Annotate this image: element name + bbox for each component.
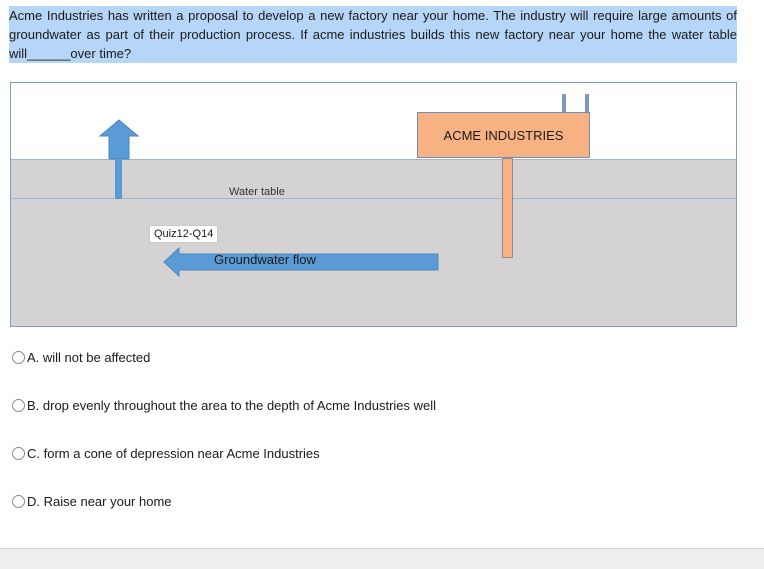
radio-button[interactable] xyxy=(12,399,25,412)
quiz-tag: Quiz12-Q14 xyxy=(149,225,219,243)
option-label: D. Raise near your home xyxy=(27,494,172,509)
radio-button[interactable] xyxy=(12,447,25,460)
factory-chimney-left xyxy=(562,94,566,112)
house-icon xyxy=(98,119,140,160)
radio-button[interactable] xyxy=(12,351,25,364)
groundwater-diagram: ACME INDUSTRIES Water table Quiz12-Q14 G… xyxy=(10,82,737,327)
option-label: C. form a cone of depression near Acme I… xyxy=(27,446,320,461)
option-b[interactable]: B. drop evenly throughout the area to th… xyxy=(12,398,436,413)
water-table-label: Water table xyxy=(229,186,285,198)
factory-label: ACME INDUSTRIES xyxy=(443,127,564,143)
flow-arrow-icon xyxy=(163,247,439,277)
footer-bar xyxy=(0,548,764,569)
option-label: A. will not be affected xyxy=(27,350,151,365)
question-text: Acme Industries has written a proposal t… xyxy=(9,6,737,63)
radio-button[interactable] xyxy=(12,495,25,508)
option-d[interactable]: D. Raise near your home xyxy=(12,494,172,509)
water-table-line xyxy=(11,198,736,199)
factory-building: ACME INDUSTRIES xyxy=(417,112,590,158)
option-label: B. drop evenly throughout the area to th… xyxy=(27,398,437,413)
factory-chimney-right xyxy=(585,94,589,112)
option-c[interactable]: C. form a cone of depression near Acme I… xyxy=(12,446,320,461)
flow-label: Groundwater flow xyxy=(214,252,316,267)
factory-well xyxy=(502,158,513,258)
ground-layer xyxy=(11,159,736,326)
option-a[interactable]: A. will not be affected xyxy=(12,350,150,365)
house-well xyxy=(115,159,122,199)
